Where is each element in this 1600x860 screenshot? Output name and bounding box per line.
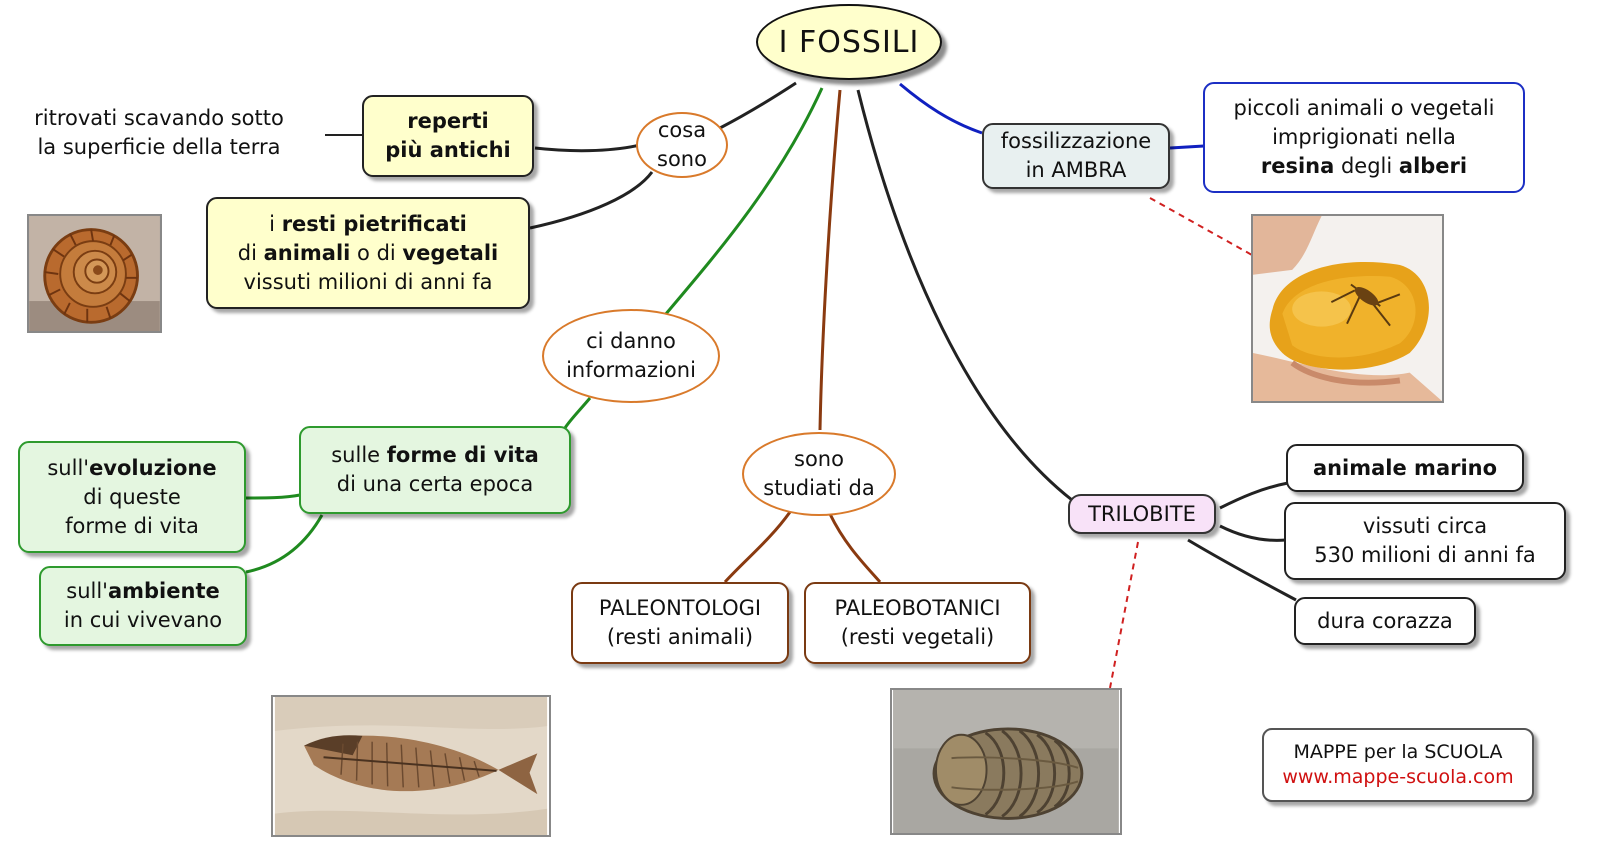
paleontologi-node: PALEONTOLOGI (resti animali) (571, 582, 789, 664)
ambra-line1: fossilizzazione (1000, 129, 1152, 153)
title-node: I FOSSILI (756, 4, 942, 80)
paleobotanici-node: PALEOBOTANICI (resti vegetali) (804, 582, 1031, 664)
vissuti-node: vissuti circa 530 milioni di anni fa (1284, 502, 1566, 580)
ritrovati-line2: la superficie della terra (37, 135, 281, 159)
trilobite-photo (890, 688, 1122, 835)
vissuti-line2: 530 milioni di anni fa (1314, 543, 1536, 567)
fish-fossil-icon (274, 697, 548, 835)
link-forme-evoluzione (245, 493, 301, 500)
link-resti-cosa-sono (529, 171, 654, 230)
ci-danno-node: ci danno informazioni (542, 309, 720, 403)
ambra-desc-line2: imprigionati nella (1272, 125, 1456, 149)
link-trilobite-photo (1109, 541, 1139, 689)
marino-text: animale marino (1312, 455, 1498, 480)
link-trilobite-marino (1219, 481, 1289, 510)
reperti-line2: più antichi (385, 138, 511, 162)
studiati-line1: sono (794, 447, 844, 471)
trilobite-label: TRILOBITE (1088, 501, 1196, 526)
ammonite-photo (27, 214, 162, 333)
marino-node: animale marino (1286, 444, 1524, 492)
studiati-node: sono studiati da (742, 432, 896, 516)
forme-node: sulle forme di vita di una certa epoca (299, 426, 571, 514)
link-center-trilobite (856, 89, 1073, 502)
title-text: I FOSSILI (778, 24, 920, 60)
resti-line1: i resti pietrificati (269, 211, 467, 236)
vissuti-line1: vissuti circa (1362, 514, 1488, 538)
ci-danno-line1: ci danno (586, 329, 676, 353)
studiati-line2: studiati da (763, 476, 875, 500)
trilobite-node: TRILOBITE (1068, 494, 1216, 534)
corazza-node: dura corazza (1294, 597, 1476, 645)
paleontologi-line2: (resti animali) (606, 625, 754, 649)
evoluzione-line3: forme di vita (65, 513, 199, 538)
cosa-sono-line1: cosa (657, 118, 707, 142)
amber-insect-photo (1251, 214, 1444, 403)
link-center-ambra (899, 82, 983, 135)
forme-line2: di una certa epoca (336, 472, 534, 496)
ammonite-icon (29, 216, 160, 331)
ambiente-node: sull'ambiente in cui vivevano (39, 566, 247, 646)
link-trilobite-corazza (1187, 538, 1297, 602)
cosa-sono-node: cosa sono (636, 112, 728, 178)
ambra-desc-line1: piccoli animali o vegetali (1233, 96, 1495, 120)
reperti-node: reperti più antichi (362, 95, 534, 177)
ritrovati-text: ritrovati scavando sotto la superficie d… (14, 104, 304, 162)
fish-fossil-photo (271, 695, 551, 837)
ambra-node: fossilizzazione in AMBRA (982, 123, 1170, 189)
corazza-text: dura corazza (1317, 608, 1453, 633)
link-studiati-paleontologi (723, 511, 792, 584)
resti-node: i resti pietrificati di animali o di veg… (206, 197, 530, 309)
link-studiati-paleobotanici (828, 513, 882, 583)
ambiente-line1: sull'ambiente (66, 579, 220, 603)
credit-url[interactable]: www.mappe-scuola.com (1282, 766, 1514, 788)
paleobotanici-line1: PALEOBOTANICI (834, 596, 1001, 620)
cosa-sono-line2: sono (657, 147, 707, 171)
ambiente-line2: in cui vivevano (63, 608, 223, 632)
link-trilobite-vissuti (1219, 524, 1287, 542)
amber-insect-icon (1253, 216, 1442, 401)
paleobotanici-line2: (resti vegetali) (840, 625, 995, 649)
evoluzione-line2: di queste (83, 484, 181, 509)
evoluzione-line1: sull'evoluzione (47, 455, 217, 480)
link-center-cosa-sono (719, 81, 797, 130)
link-ambra-photo (1149, 197, 1253, 256)
ambra-desc-line3: resina degli alberi (1260, 154, 1468, 178)
link-forme-ambiente (245, 514, 324, 574)
link-reperti-cosa-sono (534, 143, 641, 153)
link-center-ci-danno (663, 87, 824, 316)
link-ci-danno-forme (563, 397, 592, 429)
link-ambra-desc (1169, 144, 1205, 150)
trilobite-icon (893, 690, 1119, 833)
ambra-desc-node: piccoli animali o vegetali imprigionati … (1203, 82, 1525, 193)
resti-line2: di animali o di vegetali (237, 240, 499, 265)
link-center-studiati (818, 89, 842, 431)
evoluzione-node: sull'evoluzione di queste forme di vita (18, 441, 246, 553)
ritrovati-line1: ritrovati scavando sotto (34, 106, 284, 130)
ci-danno-line2: informazioni (566, 358, 696, 382)
ambra-line2: in AMBRA (1025, 158, 1127, 182)
paleontologi-line1: PALEONTOLOGI (598, 596, 762, 620)
forme-line1: sulle forme di vita (331, 443, 539, 467)
credit-box: MAPPE per la SCUOLA www.mappe-scuola.com (1262, 728, 1534, 802)
resti-line3: vissuti milioni di anni fa (243, 269, 493, 294)
credit-name: MAPPE per la SCUOLA (1293, 741, 1503, 763)
reperti-line1: reperti (407, 109, 489, 133)
